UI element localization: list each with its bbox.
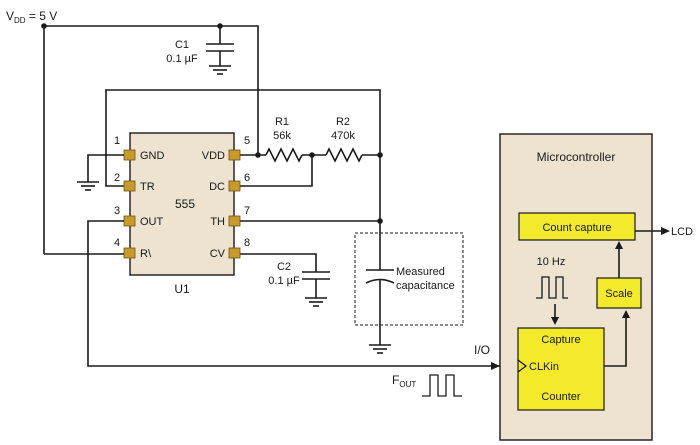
pin-1-pad [123,149,136,161]
ground-icon-pin1 [77,154,124,191]
trigger-threshold-loop [105,89,381,187]
measured-label-line1: Measured [396,266,445,278]
scale-label: Scale [605,288,633,300]
pin-number-3: 3 [114,205,120,217]
pin-label-vdd: VDD [202,150,225,162]
fout-label: FOUT [392,373,416,389]
counter-block [517,327,605,411]
pin-label-gnd: GND [140,150,165,162]
io-arrow-icon [491,362,500,370]
pin-7-pad [228,215,241,227]
clock-arrow-icon [551,317,559,325]
c1-value: 0.1 µF [166,53,198,65]
measured-label-line2: capacitance [396,280,455,292]
pin-number-5: 5 [244,135,250,147]
measured-capacitance-box [354,232,464,326]
measured-capacitor [365,269,395,345]
pin-number-1: 1 [114,135,120,147]
timer-ic-555 [123,132,241,276]
clock-input-marker-icon [517,359,528,373]
pin-4-pad [123,247,136,259]
counter-to-scale-wire [604,316,627,367]
ground-icon-measured [369,344,391,354]
ground-icon-c2 [305,297,327,307]
pin-label-tr: TR [140,181,155,193]
pin-5-pad [228,149,241,161]
pin-label-dc: DC [209,181,225,193]
scale-block [596,277,642,309]
pin-2-pad [123,180,136,192]
output-wire [87,220,500,367]
pin-number-7: 7 [244,205,250,217]
lcd-label: LCD [671,226,693,238]
pin-label-th: TH [210,216,225,228]
vdd-rail [41,23,259,254]
pin-6-pad [228,180,241,192]
capture-label: Capture [541,334,580,346]
capacitor-c1 [206,26,234,66]
pin-label-cv: CV [210,248,226,260]
r2-value: 470k [331,130,355,142]
r1-value: 56k [273,130,291,142]
capacitor-c2 [240,253,330,298]
pin-label-reset: R\ [140,248,152,260]
pin-label-out: OUT [140,216,164,228]
counter-up-arrow-icon [622,310,630,318]
pin-number-8: 8 [244,237,250,249]
chip-ref: U1 [174,282,190,296]
pin-number-6: 6 [244,172,250,184]
count-capture-block [518,212,636,241]
io-label: I/O [474,343,490,357]
pin-number-2: 2 [114,172,120,184]
chip-name: 555 [175,197,195,211]
ground-icon-c1 [209,65,231,75]
r1-r2-network [240,147,383,187]
vdd-supply-label: VDD = 5 V [6,9,57,25]
c1-ref: C1 [175,39,189,51]
fout-waveform-icon [422,374,462,397]
scale-up-arrow-icon [615,241,623,249]
freq-label: 10 Hz [537,256,566,268]
count-capture-label: Count capture [542,222,611,234]
pin-8-pad [228,247,241,259]
r2-ref: R2 [336,116,350,128]
pin-number-4: 4 [114,237,120,249]
c2-value: 0.1 µF [268,275,300,287]
threshold-node [240,155,383,270]
lcd-arrow-icon [661,227,670,235]
clkin-label: CLKin [529,361,559,373]
clock-waveform-icon [536,276,568,299]
pin-3-pad [123,215,136,227]
c2-ref: C2 [277,261,291,273]
counter-label: Counter [541,391,580,403]
r1-ref: R1 [275,116,289,128]
microcontroller-title: Microcontroller [537,150,616,164]
